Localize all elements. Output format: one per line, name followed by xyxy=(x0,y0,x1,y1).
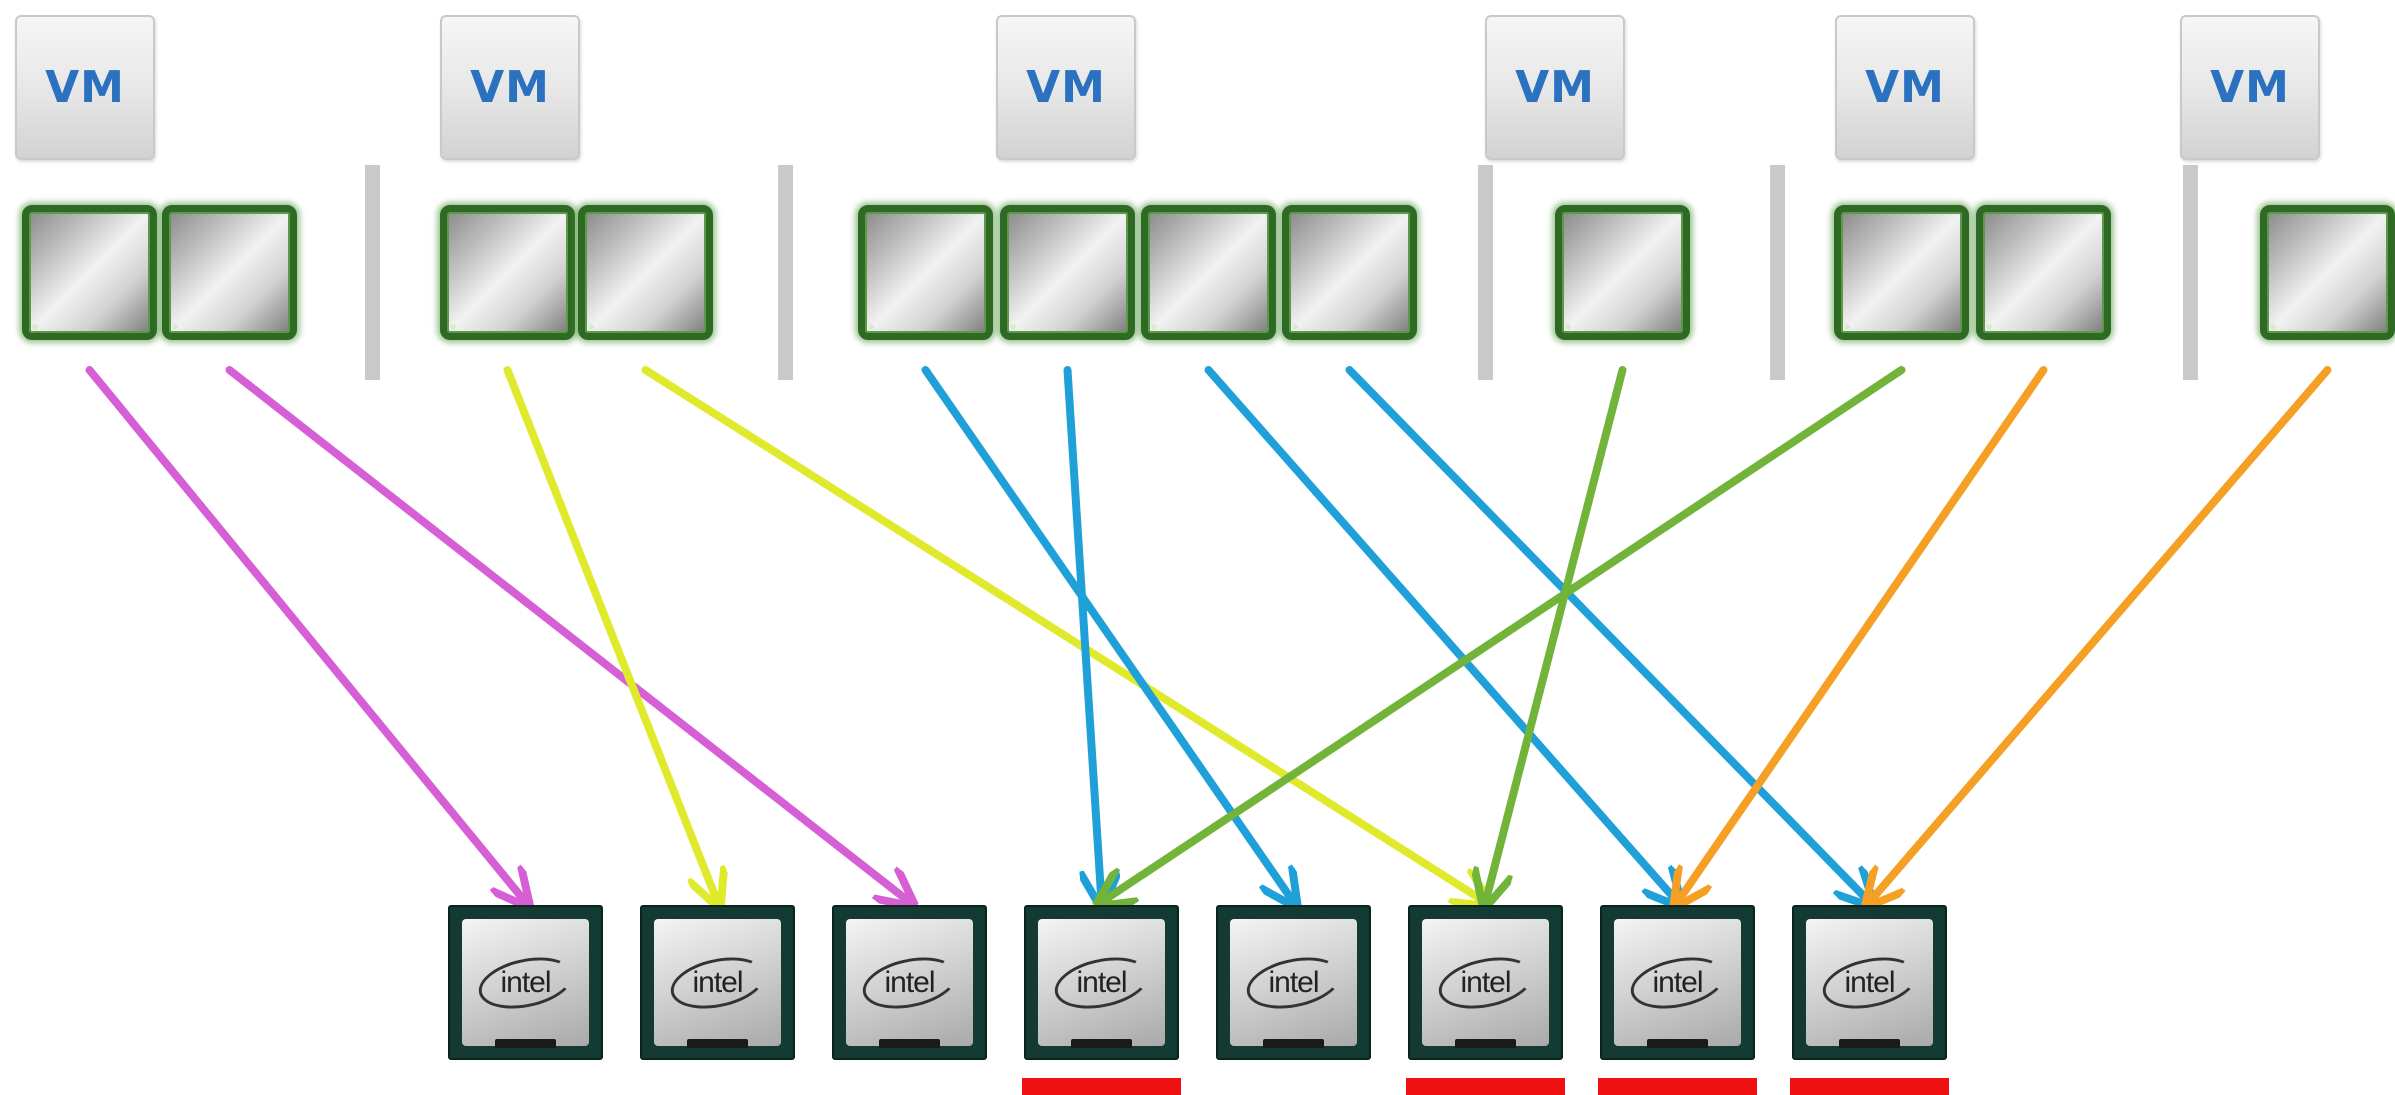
vcpu-chip[interactable] xyxy=(1834,205,1969,340)
vcpu-chip[interactable] xyxy=(1282,205,1417,340)
mapping-arrow xyxy=(1204,366,1678,902)
physical-cpu[interactable]: intel xyxy=(1792,905,1947,1060)
mapping-arrow xyxy=(1870,366,2332,902)
cpu-notch xyxy=(879,1039,940,1048)
intel-wordmark: intel xyxy=(1076,965,1127,999)
intel-wordmark: intel xyxy=(1460,965,1511,999)
vcpu-chip[interactable] xyxy=(1141,205,1276,340)
cpu-die: intel xyxy=(1038,919,1165,1046)
cpu-notch xyxy=(1263,1039,1324,1048)
vm-label: VM xyxy=(1026,62,1106,113)
mapping-arrow xyxy=(921,366,1294,902)
vcpu-chip[interactable] xyxy=(1976,205,2111,340)
intel-logo-icon: intel xyxy=(1433,949,1538,1016)
mapping-arrow xyxy=(85,366,526,902)
mapping-arrow xyxy=(1063,366,1102,902)
intel-wordmark: intel xyxy=(884,965,935,999)
physical-cpu[interactable]: intel xyxy=(832,905,987,1060)
physical-cpu[interactable]: intel xyxy=(1024,905,1179,1060)
contention-bar xyxy=(1598,1078,1757,1095)
vm-label: VM xyxy=(1515,62,1595,113)
group-divider xyxy=(1770,165,1785,380)
mapping-arrow xyxy=(1678,366,2048,902)
intel-wordmark: intel xyxy=(692,965,743,999)
cpu-die: intel xyxy=(1614,919,1741,1046)
group-divider xyxy=(365,165,380,380)
physical-cpu[interactable]: intel xyxy=(640,905,795,1060)
physical-cpu[interactable]: intel xyxy=(1600,905,1755,1060)
cpu-die: intel xyxy=(462,919,589,1046)
vm-box[interactable]: VM xyxy=(15,15,155,160)
vm-label: VM xyxy=(1865,62,1945,113)
group-divider xyxy=(2183,165,2198,380)
mapping-arrow xyxy=(641,366,1486,902)
vcpu-chip[interactable] xyxy=(858,205,993,340)
cpu-die: intel xyxy=(1806,919,1933,1046)
vm-box[interactable]: VM xyxy=(1835,15,1975,160)
vm-label: VM xyxy=(2210,62,2290,113)
group-divider xyxy=(1478,165,1493,380)
intel-wordmark: intel xyxy=(1652,965,1703,999)
intel-logo-icon: intel xyxy=(473,949,578,1016)
mapping-arrow xyxy=(1486,366,1627,902)
vm-box[interactable]: VM xyxy=(2180,15,2320,160)
contention-bar xyxy=(1022,1078,1181,1095)
cpu-die: intel xyxy=(1422,919,1549,1046)
mapping-arrow xyxy=(1345,366,1870,902)
group-divider xyxy=(778,165,793,380)
physical-cpu[interactable]: intel xyxy=(1216,905,1371,1060)
intel-wordmark: intel xyxy=(1268,965,1319,999)
intel-wordmark: intel xyxy=(500,965,551,999)
vcpu-chip[interactable] xyxy=(162,205,297,340)
vcpu-chip[interactable] xyxy=(440,205,575,340)
mapping-arrow xyxy=(503,366,718,902)
cpu-notch xyxy=(1647,1039,1708,1048)
intel-logo-icon: intel xyxy=(665,949,770,1016)
vcpu-chip[interactable] xyxy=(1555,205,1690,340)
vcpu-chip[interactable] xyxy=(1000,205,1135,340)
mapping-arrow xyxy=(1102,366,1906,902)
intel-logo-icon: intel xyxy=(1241,949,1346,1016)
cpu-die: intel xyxy=(1230,919,1357,1046)
vm-label: VM xyxy=(470,62,550,113)
vm-box[interactable]: VM xyxy=(1485,15,1625,160)
cpu-notch xyxy=(1071,1039,1132,1048)
vm-label: VM xyxy=(45,62,125,113)
intel-wordmark: intel xyxy=(1844,965,1895,999)
vm-box[interactable]: VM xyxy=(996,15,1136,160)
cpu-die: intel xyxy=(846,919,973,1046)
vcpu-chip[interactable] xyxy=(22,205,157,340)
intel-logo-icon: intel xyxy=(1625,949,1730,1016)
vm-box[interactable]: VM xyxy=(440,15,580,160)
cpu-notch xyxy=(495,1039,556,1048)
intel-logo-icon: intel xyxy=(1817,949,1922,1016)
cpu-notch xyxy=(1455,1039,1516,1048)
vcpu-chip[interactable] xyxy=(578,205,713,340)
physical-cpu[interactable]: intel xyxy=(448,905,603,1060)
vcpu-chip[interactable] xyxy=(2260,205,2395,340)
cpu-die: intel xyxy=(654,919,781,1046)
physical-cpu[interactable]: intel xyxy=(1408,905,1563,1060)
intel-logo-icon: intel xyxy=(857,949,962,1016)
contention-bar xyxy=(1790,1078,1949,1095)
contention-bar xyxy=(1406,1078,1565,1095)
mapping-arrow xyxy=(225,366,910,902)
cpu-notch xyxy=(687,1039,748,1048)
cpu-notch xyxy=(1839,1039,1900,1048)
intel-logo-icon: intel xyxy=(1049,949,1154,1016)
